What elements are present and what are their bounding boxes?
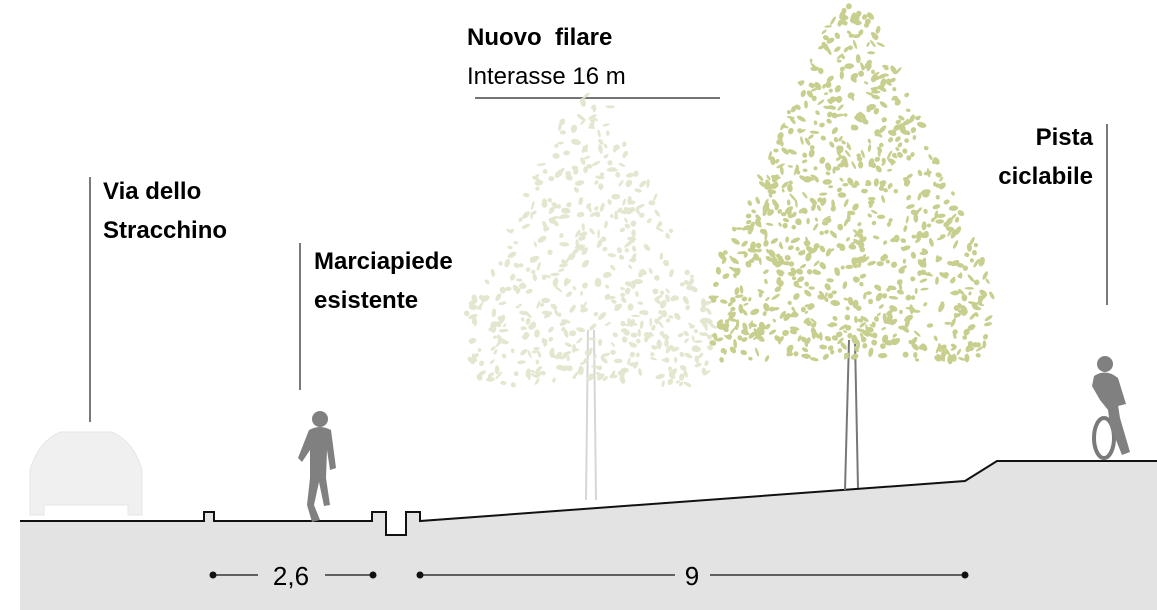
dimension-right-value: 9: [685, 561, 699, 591]
dimension-right-end-dot: [961, 571, 969, 579]
bike-label-line2: ciclabile: [998, 163, 1093, 190]
dimension-right-start-dot: [416, 571, 424, 579]
cyclist-figure: [1092, 356, 1130, 460]
sidewalk-label-line1: Marciapiede: [314, 248, 453, 275]
row-subtitle: Interasse 16 m: [467, 63, 626, 90]
ground-profile-line: [20, 460, 1157, 536]
dimension-left-start-dot: [209, 571, 217, 579]
bike-label-line1: Pista: [1036, 124, 1094, 151]
dimension-left-value: 2,6: [273, 561, 309, 591]
ground-section: [20, 461, 1157, 610]
new-tree: [708, 3, 995, 491]
car-silhouette: [29, 431, 143, 516]
sidewalk-label-line2: esistente: [314, 287, 418, 314]
road-label-line2: Stracchino: [103, 217, 227, 244]
dimension-right: 9: [416, 561, 969, 591]
road-label-line1: Via dello: [103, 178, 201, 205]
row-title: Nuovo filare: [467, 24, 612, 51]
dimension-left-end-dot: [369, 571, 377, 579]
dimension-left: 2,6: [209, 561, 377, 591]
pedestrian-figure: [298, 411, 336, 522]
faded-tree: [463, 92, 717, 501]
